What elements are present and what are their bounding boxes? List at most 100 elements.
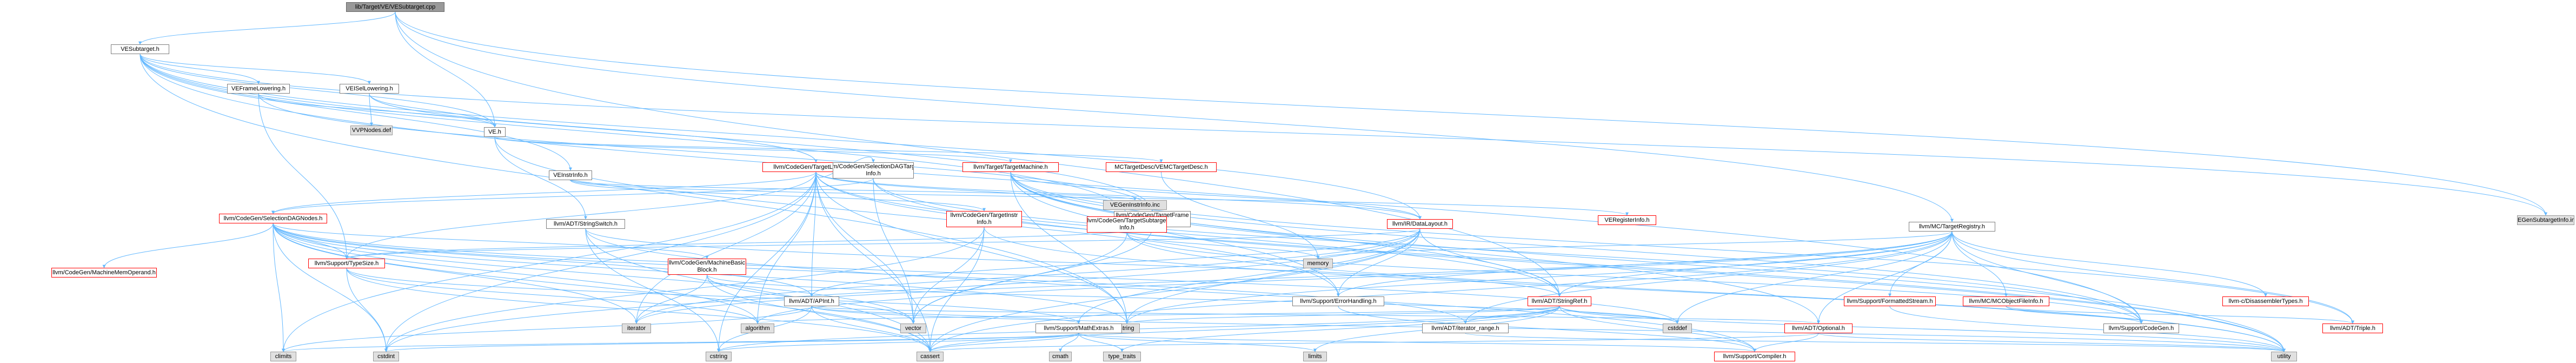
node-vesub[interactable]: VESubtarget.h [111, 44, 169, 54]
edge-stringref-to-cstddef [1559, 306, 1679, 324]
node-mathextras[interactable]: llvm/Support/MathExtras.h [1035, 324, 1122, 333]
node-cstring[interactable]: cstring [706, 352, 732, 361]
node-label: VEInstrInfo.h [553, 171, 588, 179]
node-typetraits[interactable]: type_traits [1103, 352, 1141, 361]
node-label: llvm/Target/TargetMachine.h [973, 163, 1048, 170]
edge-optional-to-utility [1818, 333, 2286, 352]
edge-fmtstream-to-utility [1889, 306, 2286, 352]
edge-tgtsubinfo-to-utility [1126, 232, 2286, 352]
edge-ve-to-errhandling [494, 136, 1340, 297]
node-errhandling[interactable]: llvm/Support/ErrorHandling.h [1292, 296, 1384, 306]
node-apint[interactable]: llvm/ADT/APInt.h [784, 296, 839, 306]
edge-apint-to-climits [282, 306, 812, 352]
node-veinstr[interactable]: VEInstrInfo.h [549, 170, 592, 180]
node-cstddef[interactable]: cstddef [1663, 324, 1692, 333]
edge-mctgtreg-to-triple [1951, 231, 2354, 324]
edge-mathextras-to-compiler [1078, 333, 1756, 352]
edge-stringref-to-string [1125, 306, 1560, 324]
node-label: llvm/CodeGen/MachineBasic Block.h [668, 260, 746, 273]
node-label: llvm/Support/ErrorHandling.h [1300, 298, 1377, 305]
node-cstdint[interactable]: cstdint [373, 352, 399, 361]
node-ve[interactable]: VE.h [484, 127, 506, 137]
node-label: VESubtarget.h [121, 45, 160, 52]
node-label: llvm/Support/FormattedStream.h [1847, 298, 1933, 305]
node-typesize[interactable]: llvm/Support/TypeSize.h [308, 259, 385, 268]
node-cmath[interactable]: cmath [1049, 352, 1072, 361]
node-veisel[interactable]: VEISelLowering.h [340, 84, 399, 94]
node-mctgtreg[interactable]: llvm/MC/TargetRegistry.h [1909, 222, 1995, 232]
edge-tgtlow-to-cassert [815, 171, 932, 352]
node-label: cstring [709, 353, 728, 360]
node-memoperand[interactable]: llvm/CodeGen/MachineMemOperand.h [51, 268, 157, 278]
node-iterator[interactable]: iterator [622, 324, 651, 333]
node-mcobjfile[interactable]: llvm/MC/MCObjectFileInfo.h [1963, 296, 2049, 306]
edge-mctgtreg-to-cstddef [1676, 231, 1953, 324]
edge-stringswitch-to-stringref [585, 228, 1561, 297]
node-triple[interactable]: llvm/ADT/Triple.h [2322, 324, 2383, 333]
edge-root-to-stringref [395, 11, 1561, 297]
node-fmtstream[interactable]: llvm/Support/FormattedStream.h [1844, 296, 1936, 306]
node-optional[interactable]: llvm/ADT/Optional.h [1784, 324, 1853, 333]
edge-stringref-to-compiler [1559, 306, 1756, 352]
node-compiler[interactable]: llvm/Support/Compiler.h [1714, 352, 1795, 361]
node-label: llvm/ADT/iterator_range.h [1431, 325, 1499, 332]
edge-tgtlow-to-utility [815, 171, 2286, 352]
node-vvpnodes[interactable]: VVPNodes.def [350, 126, 393, 135]
edge-seldagnodes-to-memoperand [102, 223, 274, 268]
node-label: VERegisterInfo.h [1604, 216, 1650, 223]
node-vegeninstr[interactable]: VEGenInstrInfo.inc [1103, 200, 1167, 210]
node-stringswitch[interactable]: llvm/ADT/StringSwitch.h [546, 219, 625, 229]
node-label: llvm/Support/MathExtras.h [1044, 325, 1114, 332]
edge-mctgtreg-to-cassert [928, 231, 1953, 352]
node-label: llvm/CodeGen/TargetInstr Info.h [950, 212, 1018, 226]
edge-mctgtreg-to-iterrange [1464, 231, 1953, 324]
edge-seldagnodes-to-climits [273, 223, 285, 352]
node-memory[interactable]: memory [1303, 259, 1333, 268]
edge-vesub-to-tgtframe [140, 54, 1154, 212]
edge-tgtsubinfo-to-codegen [1126, 232, 2143, 324]
node-climits[interactable]: climits [270, 352, 296, 361]
node-label: VVPNodes.def [351, 127, 391, 134]
node-disasmtypes[interactable]: llvm-c/DisassemblerTypes.h [2222, 296, 2309, 306]
edge-tgtlow-to-datalayout [815, 171, 1422, 220]
edge-datalayout-to-cstdint [384, 228, 1420, 352]
node-vector[interactable]: vector [900, 324, 926, 333]
edge-tgtsubinfo-to-memory [1126, 232, 1320, 259]
node-limits[interactable]: limits [1303, 352, 1327, 361]
node-mcdesc[interactable]: MCTargetDesc/VEMCTargetDesc.h [1106, 162, 1217, 172]
node-iterrange[interactable]: llvm/ADT/iterator_range.h [1422, 324, 1509, 333]
node-datalayout[interactable]: llvm/IR/DataLayout.h [1387, 219, 1453, 229]
node-vereginfo[interactable]: VERegisterInfo.h [1598, 215, 1656, 225]
node-tgtsubinfo[interactable]: llvm/CodeGen/TargetSubtarget Info.h [1087, 216, 1167, 233]
edge-tgtmach-to-codegen [1010, 171, 2143, 324]
node-label: limits [1308, 353, 1322, 360]
node-root[interactable]: lib/Target/VE/VESubtarget.cpp [346, 2, 444, 12]
node-label: llvm/CodeGen/SelectionDAGTarget Info.h [833, 163, 913, 177]
node-utility[interactable]: utility [2271, 352, 2297, 361]
edge-mcobjfile-to-triple [2006, 306, 2354, 324]
node-mbb[interactable]: llvm/CodeGen/MachineBasic Block.h [668, 259, 746, 275]
edge-mathextras-to-cstdint [384, 333, 1079, 352]
node-tgtmach[interactable]: llvm/Target/TargetMachine.h [962, 162, 1059, 172]
node-vegensub[interactable]: VEGenSubtargetInfo.inc [2517, 215, 2574, 225]
edge-seldagnodes-to-typesize [273, 223, 348, 259]
edge-mbb-to-iterator [635, 274, 707, 324]
edge-vesub-to-veisel [140, 54, 371, 84]
edge-typesize-to-algorithm [346, 268, 759, 324]
node-cassert[interactable]: cassert [917, 352, 944, 361]
node-veframe[interactable]: VEFrameLowering.h [227, 84, 290, 94]
node-algorithm[interactable]: algorithm [741, 324, 774, 333]
node-tgtinstr[interactable]: llvm/CodeGen/TargetInstr Info.h [946, 211, 1022, 227]
edge-tgtmach-to-optional [1010, 171, 1820, 324]
node-stringref[interactable]: llvm/ADT/StringRef.h [1528, 296, 1591, 306]
edge-datalayout-to-mathextras [1077, 228, 1420, 324]
edge-stringref-to-utility [1559, 306, 2286, 352]
edge-mathextras-to-limits [1078, 333, 1317, 352]
node-seldagnodes[interactable]: llvm/CodeGen/SelectionDAGNodes.h [219, 214, 327, 223]
node-codegen[interactable]: llvm/Support/CodeGen.h [2103, 324, 2179, 333]
edge-veisel-to-vvpnodes [369, 93, 373, 126]
edge-seldagnodes-to-cstdint [273, 223, 388, 352]
edge-veinstr-to-vegeninstr [570, 180, 1137, 201]
node-seldag[interactable]: llvm/CodeGen/SelectionDAGTarget Info.h [833, 162, 914, 179]
edge-tgtmach-to-utility [1010, 171, 2286, 352]
